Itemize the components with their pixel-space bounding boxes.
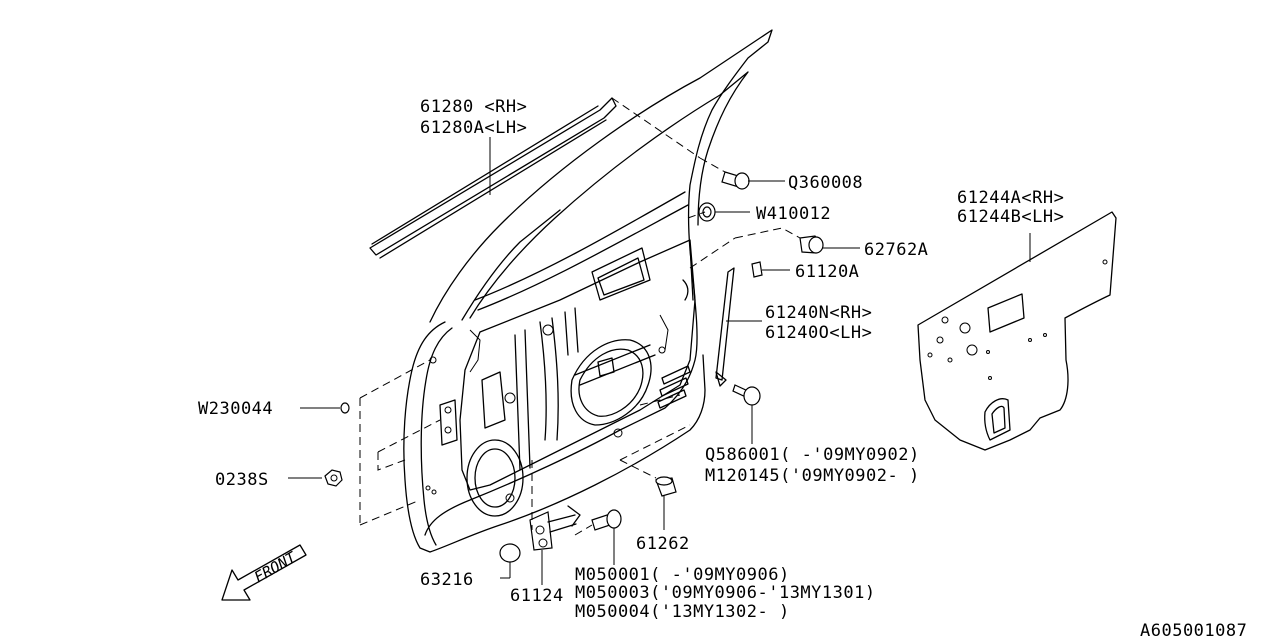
label-63216: 63216 — [420, 570, 474, 590]
hinge-61124 — [529, 505, 581, 551]
weatherstrip-61280 — [369, 97, 617, 259]
nut-0238s — [324, 469, 343, 487]
door-sash-61240 — [715, 267, 735, 387]
label-m050003: M050003('09MY0906-'13MY1301) — [575, 583, 876, 603]
stopper-62762a — [799, 235, 824, 254]
leader-lines — [288, 137, 1031, 585]
label-61120a: 61120A — [795, 262, 859, 282]
front-label: FRONT — [251, 548, 300, 587]
plug-61262 — [655, 476, 677, 497]
front-arrow: FRONT — [221, 544, 307, 601]
label-w230044: W230044 — [198, 399, 273, 419]
sealing-cover-61244 — [917, 211, 1117, 451]
door-panel — [403, 29, 773, 553]
label-61124: 61124 — [510, 586, 564, 606]
clip-61120a — [751, 261, 763, 278]
label-q586001: Q586001( -'09MY0902) — [705, 445, 920, 465]
label-w410012: W410012 — [756, 204, 831, 224]
label-61240n-rh: 61240N<RH> — [765, 303, 872, 323]
label-m050004: M050004('13MY1302- ) — [575, 602, 790, 622]
label-61244a-rh: 61244A<RH> — [957, 188, 1064, 208]
label-61240o-lh: 61240O<LH> — [765, 323, 872, 343]
dashed-reference-lines — [359, 97, 801, 536]
plug-63216 — [499, 543, 521, 563]
bolt-m050001 — [591, 509, 622, 531]
label-61244b-lh: 61244B<LH> — [957, 207, 1064, 227]
washer-w230044 — [340, 402, 350, 414]
label-q360008: Q360008 — [788, 173, 863, 193]
label-61262: 61262 — [636, 534, 690, 554]
label-61280-rh: 61280 <RH> — [420, 97, 527, 117]
bolt-q360008 — [721, 171, 750, 190]
label-m120145: M120145('09MY0902- ) — [705, 466, 920, 486]
label-m050001: M050001( -'09MY0906) — [575, 565, 790, 585]
label-62762a: 62762A — [864, 240, 928, 260]
part-labels: 61280 <RH> 61280A<LH> Q360008 W410012 62… — [198, 97, 1247, 640]
washer-w410012 — [698, 202, 716, 222]
screw-q586001 — [732, 384, 761, 406]
label-0238s: 0238S — [215, 470, 269, 490]
label-61280a-lh: 61280A<LH> — [420, 118, 527, 138]
diagram-id: A605001087 — [1140, 621, 1247, 640]
